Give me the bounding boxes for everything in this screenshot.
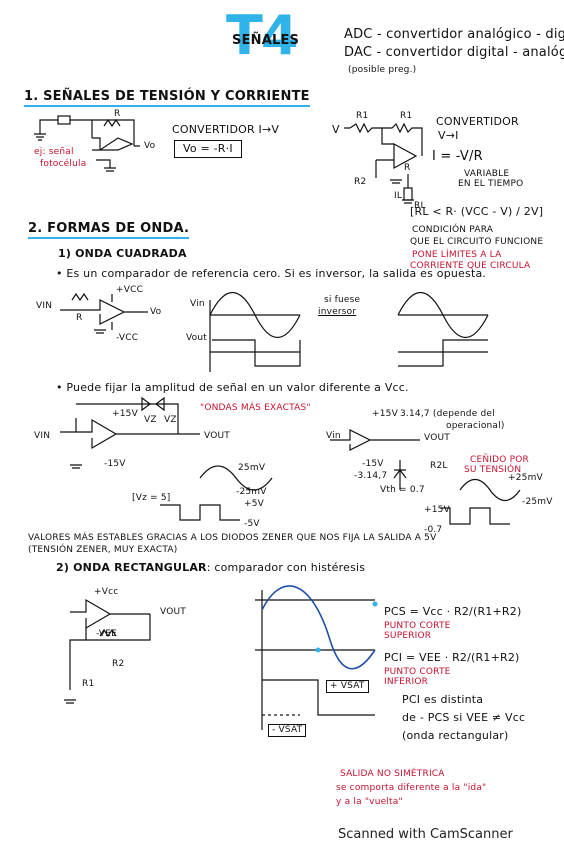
rect-title-label: 2) ONDA RECTANGULAR	[56, 561, 207, 574]
label-rl: RL	[414, 201, 426, 211]
zener-minus15: -15V	[104, 459, 126, 469]
square-vo: Vo	[150, 307, 162, 317]
label-r2a: R2	[354, 177, 367, 187]
dac-line: DAC - convertidor digital - analóg.	[344, 45, 564, 60]
zener-plus15: +15V	[112, 409, 138, 419]
section1-title-text: 1. SEÑALES DE TENSIÓN Y CORRIENTE	[24, 89, 310, 107]
zener-vz-a: VZ	[144, 415, 157, 425]
conv-iv-title: CONVERTIDOR I→V	[172, 123, 280, 136]
op-dep-1: 3.14,7 (depende del	[400, 409, 495, 419]
right-vin: Vin	[326, 431, 341, 441]
hyst-vcc: +Vcc	[94, 587, 119, 597]
signal-note-1: ej: señal	[34, 147, 74, 157]
label-r1b: R1	[400, 111, 413, 121]
header-note: (posible preg.)	[348, 65, 417, 75]
section2-title: 2. FORMAS DE ONDA.	[28, 221, 190, 239]
zener-note: "ONDAS MÁS EXACTAS"	[200, 403, 311, 413]
topic-number: T4	[226, 4, 298, 67]
rect-title: 2) ONDA RECTANGULAR: comparador con hist…	[56, 562, 365, 574]
right-vout: VOUT	[424, 433, 450, 443]
wave-vin: Vin	[190, 299, 205, 309]
amplitude-text: • Puede fijar la amplitud de señal en un…	[56, 381, 409, 394]
topic-title: SEÑALES	[232, 33, 300, 48]
hyst-r2: R2	[112, 659, 125, 669]
label-r2b: R	[404, 163, 411, 173]
asym-2: se comporta diferente a la "ida"	[336, 783, 487, 793]
right-plus15b: +15V	[424, 505, 450, 515]
inverter-note-2: inversor	[318, 307, 357, 317]
zener-vout: VOUT	[204, 431, 230, 441]
conv-vi-title-1: CONVERTIDOR	[436, 115, 519, 128]
limit-note-2: CORRIENTE QUE CIRCULA	[410, 261, 531, 271]
pci-formula: PCI = VEE · R2/(R1+R2)	[384, 651, 520, 664]
inverter-note-1: si fuese	[324, 295, 361, 305]
label-r1a: R1	[356, 111, 369, 121]
stable-2: (TENSIÓN ZENER, MUY EXACTA)	[28, 545, 178, 555]
amp-neg25mv: -25mV	[236, 487, 267, 497]
vsat-pos: + VSAT	[326, 680, 369, 694]
pci-dist-3: (onda rectangular)	[402, 729, 509, 742]
square-text: • Es un comparador de referencia cero. S…	[56, 267, 487, 280]
stable-1: VALORES MÁS ESTABLES GRACIAS A LOS DIODO…	[28, 533, 437, 543]
minus5-label: -5V	[244, 519, 260, 529]
zener-vin: VIN	[34, 431, 51, 441]
clipped-2: SU TENSIÓN	[464, 465, 522, 475]
square-title: 1) ONDA CUADRADA	[58, 247, 187, 260]
right-minus25: -25mV	[522, 497, 553, 507]
scanner-footer: Scanned with CamScanner	[338, 827, 513, 842]
pcs-note-1: PUNTO CORTE	[384, 621, 451, 631]
pcs-note-2: SUPERIOR	[384, 631, 432, 641]
amp-25mv: 25mV	[238, 463, 266, 473]
condition-note-2: QUE EL CIRCUITO FUNCIONE	[410, 237, 544, 247]
hyst-vee: -VEE	[96, 629, 118, 639]
square-vcc-minus: -VCC	[116, 333, 139, 343]
zener-vz-b: VZ	[164, 415, 177, 425]
asym-1: SALIDA NO SIMÉTRICA	[340, 769, 445, 779]
right-minus07: -0.7	[424, 525, 443, 535]
plus5-label: +5V	[244, 499, 265, 509]
conv-vi-formula: I = -V/R	[432, 149, 483, 164]
conv-iv-formula: Vo = -R·I	[174, 140, 242, 158]
op-dep-2: operacional)	[446, 421, 505, 431]
label-il: IL	[394, 191, 403, 201]
pci-dist-2: de - PCS si VEE ≠ Vcc	[402, 711, 526, 724]
clipped-1: CEÑIDO POR	[470, 455, 529, 465]
asym-3: y a la "vuelta"	[336, 797, 403, 807]
wave-vout: Vout	[186, 333, 207, 343]
adc-line: ADC - convertidor analógico - dig.	[344, 27, 564, 42]
hyst-r1: R1	[82, 679, 95, 689]
vth-label: Vth = 0.7	[380, 485, 425, 495]
condition-formula: [RL < R· (VCC - V) / 2V]	[410, 205, 544, 218]
limit-note-1: PONE LÍMITES A LA	[412, 250, 502, 260]
square-r: R	[76, 313, 83, 323]
signal-note-2: fotocélula	[40, 159, 87, 169]
variable-note-2: EN EL TIEMPO	[458, 179, 524, 189]
pci-note-2: INFERIOR	[384, 677, 429, 687]
label-v: V	[332, 123, 340, 136]
square-vcc-plus: +VCC	[116, 285, 144, 295]
label-r: R	[114, 109, 121, 119]
pci-note-1: PUNTO CORTE	[384, 667, 451, 677]
pcs-formula: PCS = Vcc · R2/(R1+R2)	[384, 605, 522, 618]
section2-title-text: 2. FORMAS DE ONDA.	[28, 221, 190, 239]
conv-vi-title-2: V→I	[438, 129, 459, 142]
variable-note-1: VARIABLE	[464, 169, 510, 179]
square-vin: VIN	[36, 301, 53, 311]
vsat-neg: - VSAT	[268, 724, 307, 738]
right-plus25: +25mV	[508, 473, 543, 483]
pci-dist-1: PCI es distinta	[402, 693, 484, 706]
r2l-label: R2L	[430, 461, 448, 471]
right-minus15: -15V	[362, 459, 384, 469]
right-neg: -3.14,7	[354, 471, 388, 481]
vz5-label: [Vz = 5]	[132, 493, 171, 503]
rect-title-text: : comparador con histéresis	[206, 561, 366, 574]
right-plus15: +15V	[372, 409, 398, 419]
section1-title: 1. SEÑALES DE TENSIÓN Y CORRIENTE	[24, 89, 310, 107]
condition-note-1: CONDICIÓN PARA	[412, 225, 494, 235]
label-vo: Vo	[144, 141, 156, 151]
hyst-vout: VOUT	[160, 607, 186, 617]
